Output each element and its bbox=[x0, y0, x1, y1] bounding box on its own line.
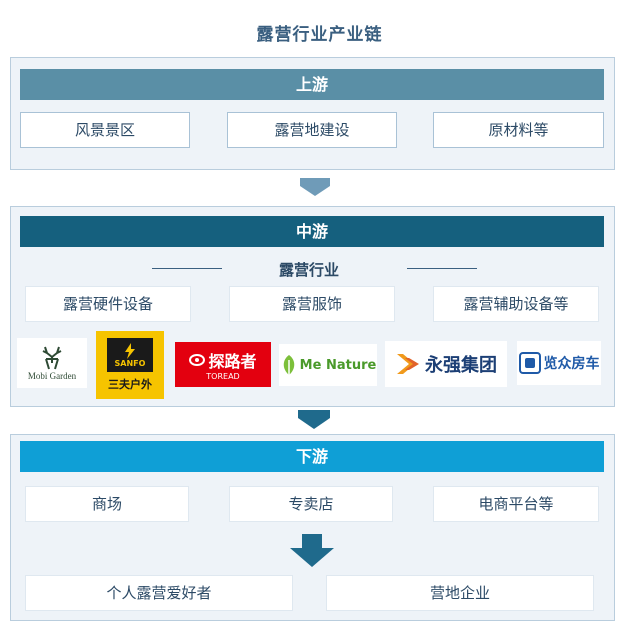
upstream-item-scenic: 风景景区 bbox=[20, 112, 190, 148]
downstream-item-specialty-store: 专卖店 bbox=[229, 486, 393, 522]
downstream-end-campsite-company: 营地企业 bbox=[326, 575, 594, 611]
chevron-brand-icon bbox=[397, 354, 419, 374]
me-nature-text: Me Nature bbox=[299, 357, 377, 373]
upstream-header: 上游 bbox=[20, 69, 604, 100]
midstream-item-apparel: 露营服饰 bbox=[229, 286, 395, 322]
midstream-item-auxiliary: 露营辅助设备等 bbox=[433, 286, 599, 322]
yongqiang-logo: 永强集团 bbox=[385, 341, 507, 387]
sanfo-chinese-text: 三夫户外 bbox=[108, 379, 152, 391]
midstream-header: 中游 bbox=[20, 216, 604, 247]
sanfo-mark: SANFO bbox=[107, 338, 153, 372]
me-nature-logo: Me Nature bbox=[279, 344, 377, 386]
lightning-icon bbox=[125, 342, 135, 359]
deer-icon bbox=[42, 346, 62, 370]
upstream-item-materials: 原材料等 bbox=[433, 112, 604, 148]
downstream-item-mall: 商场 bbox=[25, 486, 189, 522]
toread-english-text: TOREAD bbox=[206, 372, 240, 381]
toread-text: 探路者 bbox=[208, 352, 257, 371]
midstream-subtitle: 露营行业 bbox=[279, 261, 340, 279]
mobi-garden-text: Mobi Garden bbox=[27, 371, 77, 381]
upstream-item-campsite: 露营地建设 bbox=[227, 112, 397, 148]
downstream-section: 下游 商场 专卖店 电商平台等 个人露营爱好者 营地企业 bbox=[10, 434, 615, 621]
mobi-garden-logo: Mobi Garden bbox=[17, 338, 87, 388]
sanfo-text: SANFO bbox=[114, 358, 146, 368]
upstream-section: 上游 风景景区 露营地建设 原材料等 bbox=[10, 57, 615, 170]
leaf-icon bbox=[283, 355, 294, 375]
downstream-header: 下游 bbox=[20, 441, 604, 472]
midstream-section: 中游 露营行业 露营硬件设备 露营服饰 露营辅助设备等 Mobi Garden … bbox=[10, 206, 615, 407]
midstream-item-hardware: 露营硬件设备 bbox=[25, 286, 191, 322]
toread-logo: 探路者 TOREAD bbox=[175, 342, 271, 387]
down-arrow-icon-2 bbox=[298, 410, 330, 429]
down-arrow-icon bbox=[300, 178, 330, 196]
diagram-title: 露营行业产业链 bbox=[256, 25, 383, 45]
downstream-end-individual: 个人露营爱好者 bbox=[25, 575, 293, 611]
divider-left bbox=[152, 268, 222, 269]
down-arrow-icon-3 bbox=[290, 534, 334, 567]
lanzhong-mark bbox=[518, 352, 541, 374]
yongqiang-text: 永强集团 bbox=[425, 355, 497, 376]
sanfo-logo: SANFO 三夫户外 bbox=[96, 331, 164, 399]
eye-icon bbox=[189, 354, 206, 366]
downstream-item-ecommerce: 电商平台等 bbox=[433, 486, 599, 522]
divider-right bbox=[407, 268, 477, 269]
lanzhong-text: 览众房车 bbox=[543, 356, 600, 372]
lanzhong-logo: 览众房车 bbox=[517, 341, 601, 385]
